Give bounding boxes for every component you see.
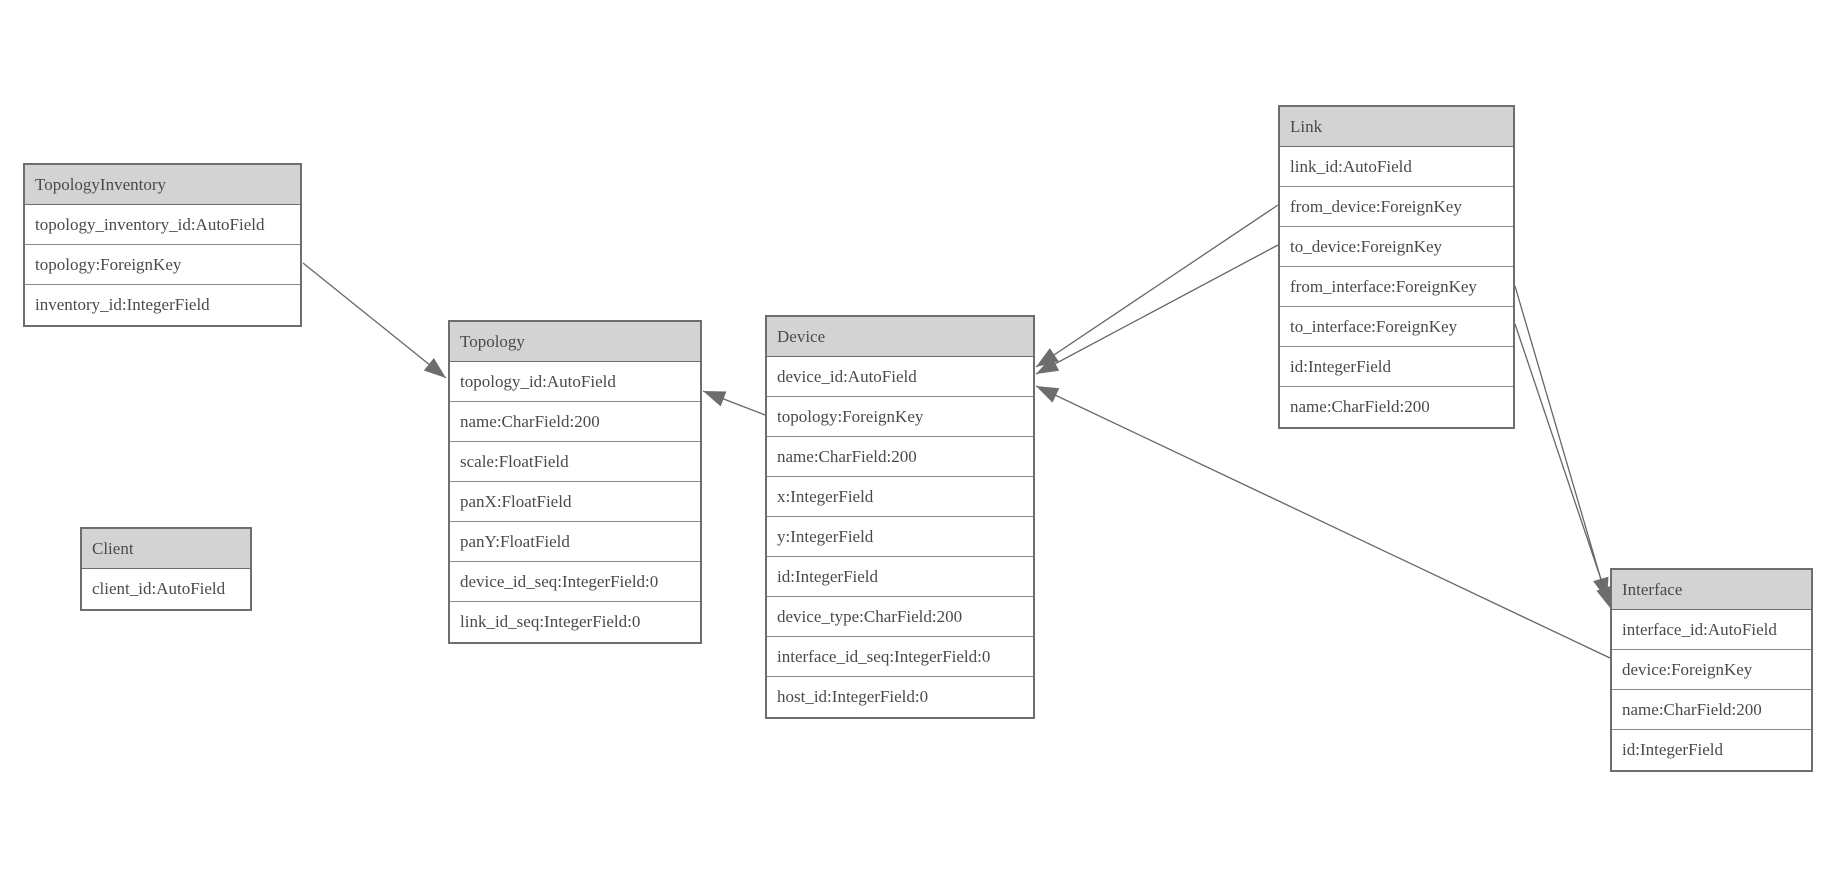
edge-device-topology xyxy=(702,390,766,416)
table-field-row: host_id:IntegerField:0 xyxy=(767,677,1033,717)
table-field-row: client_id:AutoField xyxy=(82,569,250,609)
table-field-row: name:CharField:200 xyxy=(450,402,700,442)
edge-link-tointerface-interface xyxy=(1514,323,1612,610)
table-field-row: device:ForeignKey xyxy=(1612,650,1811,690)
table-field-row: id:IntegerField xyxy=(1280,347,1513,387)
table-field-row: device_type:CharField:200 xyxy=(767,597,1033,637)
table-field-row: link_id_seq:IntegerField:0 xyxy=(450,602,700,642)
table-title-device: Device xyxy=(767,317,1033,357)
edge-link-frominterface-interface xyxy=(1514,285,1609,601)
table-field-row: name:CharField:200 xyxy=(1280,387,1513,427)
table-field-row: device_id_seq:IntegerField:0 xyxy=(450,562,700,602)
table-field-row: topology_id:AutoField xyxy=(450,362,700,402)
edge-link-fromdevice-device xyxy=(1035,204,1279,368)
table-field-row: interface_id_seq:IntegerField:0 xyxy=(767,637,1033,677)
edge-topologyinventory-topology xyxy=(302,262,447,379)
table-field-row: panY:FloatField xyxy=(450,522,700,562)
table-field-row: topology_inventory_id:AutoField xyxy=(25,205,300,245)
table-field-row: id:IntegerField xyxy=(1612,730,1811,770)
table-field-row: from_device:ForeignKey xyxy=(1280,187,1513,227)
table-field-row: y:IntegerField xyxy=(767,517,1033,557)
table-title-interface: Interface xyxy=(1612,570,1811,610)
table-field-row: panX:FloatField xyxy=(450,482,700,522)
table-field-row: x:IntegerField xyxy=(767,477,1033,517)
table-field-row: from_interface:ForeignKey xyxy=(1280,267,1513,307)
table-field-row: device_id:AutoField xyxy=(767,357,1033,397)
table-field-row: scale:FloatField xyxy=(450,442,700,482)
table-field-row: interface_id:AutoField xyxy=(1612,610,1811,650)
table-field-row: id:IntegerField xyxy=(767,557,1033,597)
table-field-row: name:CharField:200 xyxy=(1612,690,1811,730)
table-title-link: Link xyxy=(1280,107,1513,147)
table-field-row: topology:ForeignKey xyxy=(767,397,1033,437)
table-field-row: to_interface:ForeignKey xyxy=(1280,307,1513,347)
table-field-row: inventory_id:IntegerField xyxy=(25,285,300,325)
table-title-topology-inventory: TopologyInventory xyxy=(25,165,300,205)
edge-link-todevice-device xyxy=(1035,244,1279,375)
table-field-row: topology:ForeignKey xyxy=(25,245,300,285)
table-field-row: link_id:AutoField xyxy=(1280,147,1513,187)
table-field-row: to_device:ForeignKey xyxy=(1280,227,1513,267)
table-title-topology: Topology xyxy=(450,322,700,362)
table-title-client: Client xyxy=(82,529,250,569)
edge-interface-device xyxy=(1035,385,1611,659)
table-field-row: name:CharField:200 xyxy=(767,437,1033,477)
